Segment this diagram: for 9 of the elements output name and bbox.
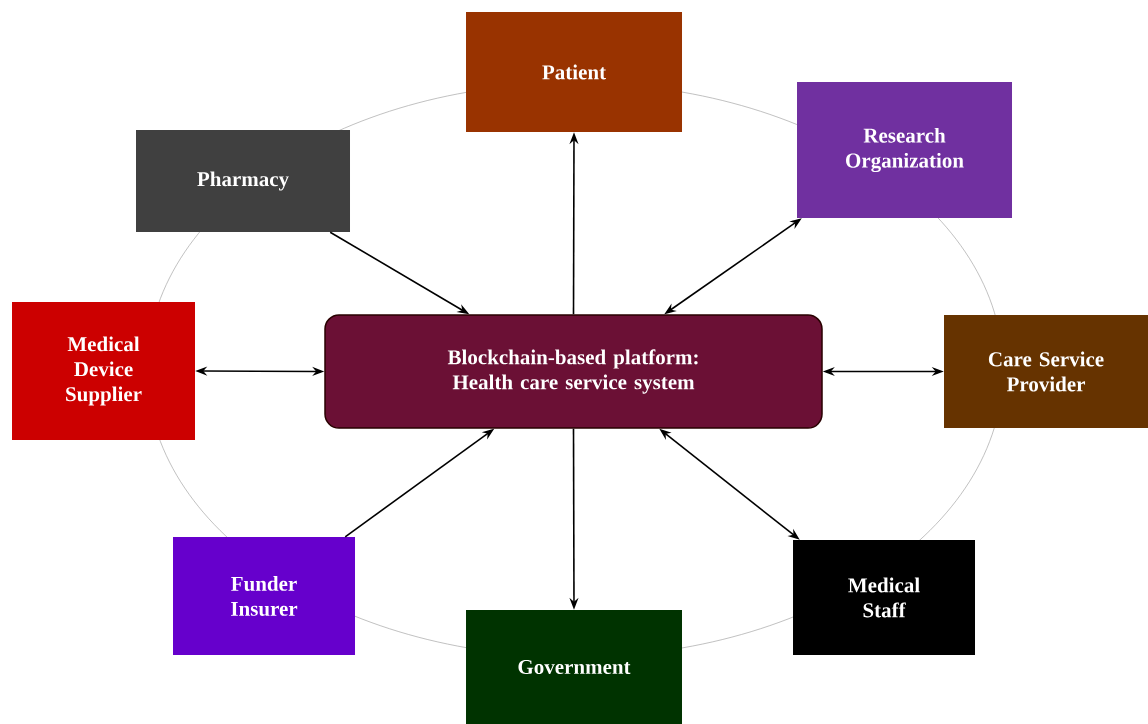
entity-box: Pharmacy [136,130,350,232]
platform-box: Blockchain-based platform: Health care service system [324,314,823,429]
entity-box: Funder Insurer [173,537,355,655]
entity-box: Medical Staff [793,540,975,655]
entity-box: Patient [466,12,682,132]
entity-box: Government [466,610,682,724]
entity-box: Care Service Provider [944,315,1148,428]
entity-box: Medical Device Supplier [12,302,195,440]
entity-box: Research Organization [797,82,1012,218]
